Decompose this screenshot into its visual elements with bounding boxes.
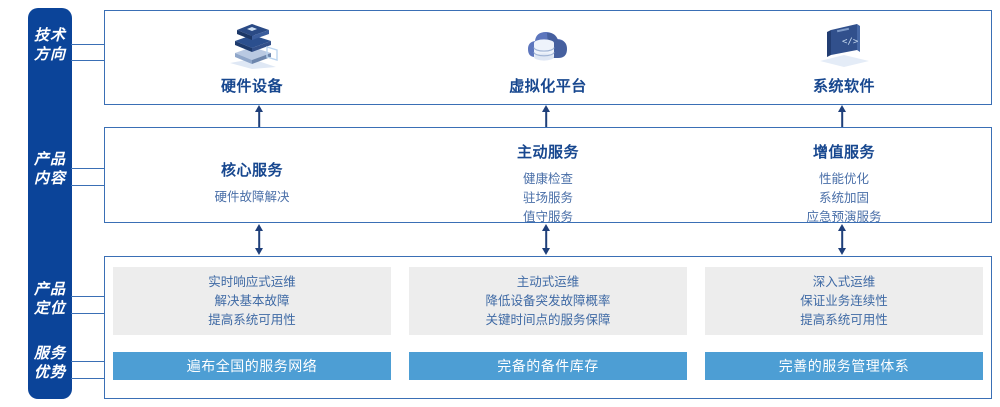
positioning-advantage-columns: 实时响应式运维 解决基本故障 提高系统可用性 主动式运维 降低设备突发故障概率 …: [104, 256, 992, 399]
rail-label-line: 服务: [33, 345, 66, 362]
connector-line: [71, 378, 105, 379]
arrow-up-virtualization: [539, 105, 553, 127]
connector-line: [71, 185, 105, 186]
positioning-row: 实时响应式运维 解决基本故障 提高系统可用性 主动式运维 降低设备突发故障概率 …: [104, 256, 992, 335]
positioning-line: 提高系统可用性: [800, 312, 888, 327]
tech-item-label: 系统软件: [812, 78, 875, 95]
positioning-cell[interactable]: 实时响应式运维 解决基本故障 提高系统可用性: [104, 267, 400, 335]
connector-line: [71, 60, 105, 61]
arrow-bidirectional-proactive: [539, 224, 553, 255]
connector-line: [71, 361, 105, 362]
rail-label-line: 产品: [33, 281, 66, 298]
service-block-core[interactable]: 核心服务 硬件故障解决: [104, 141, 400, 207]
connector-line: [71, 313, 105, 314]
service-title: 增值服务: [812, 144, 875, 161]
service-block-proactive[interactable]: 主动服务 健康检查 驻场服务 值守服务: [400, 141, 696, 227]
arrow-bidirectional-value-added: [835, 224, 849, 255]
rail-label-service-advantage: 服务 优势: [28, 344, 72, 382]
tech-item-label: 硬件设备: [220, 78, 283, 95]
connector-line: [71, 44, 105, 45]
service-detail: 驻场服务: [522, 191, 573, 205]
service-detail: 硬件故障解决: [214, 190, 290, 204]
positioning-line: 解决基本故障: [214, 293, 290, 308]
svg-text:</>: </>: [842, 37, 859, 47]
advantage-cell[interactable]: 完善的服务管理体系: [696, 352, 992, 380]
tech-item-label: 虚拟化平台: [509, 78, 587, 95]
arrow-bidirectional-core: [252, 224, 266, 255]
positioning-line: 关键时间点的服务保障: [485, 312, 611, 327]
server-stack-icon: [220, 19, 284, 71]
laptop-code-icon: </>: [812, 19, 876, 71]
service-title: 主动服务: [516, 144, 579, 161]
advantage-bar-network[interactable]: 遍布全国的服务网络: [113, 352, 391, 380]
category-rail: [28, 8, 72, 399]
arrow-up-software: [835, 105, 849, 127]
positioning-card-proactive: 主动式运维 降低设备突发故障概率 关键时间点的服务保障: [409, 267, 687, 335]
advantage-bar-management[interactable]: 完善的服务管理体系: [705, 352, 983, 380]
rail-label-line: 优势: [33, 364, 66, 381]
service-block-value-added[interactable]: 增值服务 性能优化 系统加固 应急预演服务: [696, 141, 992, 227]
rail-label-line: 定位: [33, 300, 66, 317]
positioning-line: 保证业务连续性: [800, 293, 888, 308]
rail-label-tech-direction: 技术 方向: [28, 26, 72, 64]
positioning-line: 实时响应式运维: [208, 274, 296, 289]
service-detail: 应急预演服务: [806, 210, 882, 224]
positioning-card-realtime: 实时响应式运维 解决基本故障 提高系统可用性: [113, 267, 391, 335]
positioning-line: 提高系统可用性: [208, 312, 296, 327]
positioning-line: 深入式运维: [812, 274, 876, 289]
rail-label-line: 方向: [33, 46, 66, 63]
connector-line: [71, 296, 105, 297]
advantage-cell[interactable]: 完备的备件库存: [400, 352, 696, 380]
rail-label-line: 内容: [33, 170, 66, 187]
positioning-cell[interactable]: 深入式运维 保证业务连续性 提高系统可用性: [696, 267, 992, 335]
cloud-database-icon: [516, 19, 580, 71]
rail-label-line: 技术: [33, 27, 66, 44]
service-detail: 系统加固: [818, 191, 869, 205]
advantage-cell[interactable]: 遍布全国的服务网络: [104, 352, 400, 380]
positioning-line: 降低设备突发故障概率: [485, 293, 611, 308]
positioning-line: 主动式运维: [516, 274, 580, 289]
service-title: 核心服务: [220, 162, 283, 179]
product-content-columns: 核心服务 硬件故障解决 主动服务 健康检查 驻场服务 值守服务 增值服务 性能优…: [104, 127, 992, 224]
service-detail: 性能优化: [818, 172, 869, 186]
tech-item-hardware[interactable]: 硬件设备: [104, 19, 400, 96]
tech-item-software[interactable]: </> 系统软件: [696, 19, 992, 96]
advantage-bar-spare-parts[interactable]: 完备的备件库存: [409, 352, 687, 380]
service-detail: 健康检查: [522, 172, 573, 186]
rail-label-product-content: 产品 内容: [28, 150, 72, 188]
tech-item-virtualization[interactable]: 虚拟化平台: [400, 19, 696, 96]
connector-line: [71, 168, 105, 169]
service-detail: 值守服务: [522, 210, 573, 224]
rail-label-line: 产品: [33, 151, 66, 168]
rail-label-product-positioning: 产品 定位: [28, 280, 72, 318]
positioning-card-deep: 深入式运维 保证业务连续性 提高系统可用性: [705, 267, 983, 335]
positioning-cell[interactable]: 主动式运维 降低设备突发故障概率 关键时间点的服务保障: [400, 267, 696, 335]
tech-direction-columns: 硬件设备 虚拟化平台: [104, 10, 992, 105]
product-content-group: [104, 127, 992, 223]
advantage-row: 遍布全国的服务网络 完备的备件库存 完善的服务管理体系: [104, 335, 992, 380]
arrow-up-hardware: [252, 105, 266, 127]
